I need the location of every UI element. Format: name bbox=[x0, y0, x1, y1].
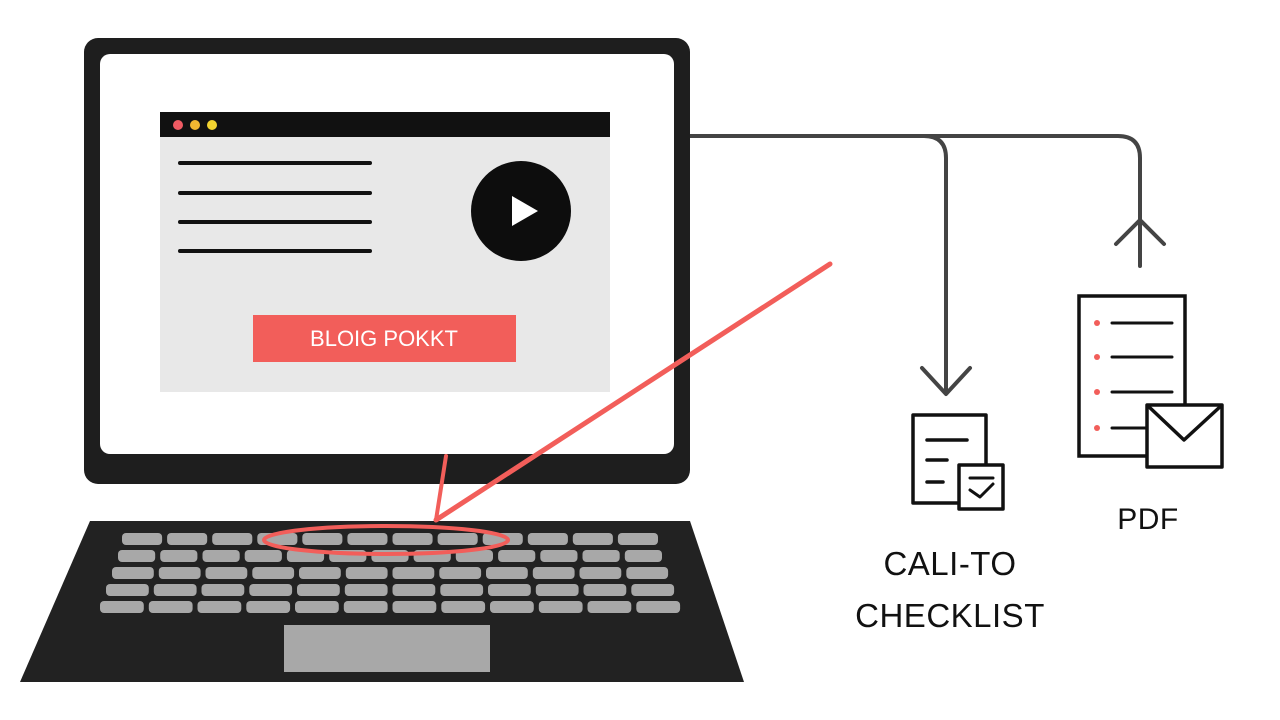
keyboard-key[interactable] bbox=[587, 601, 632, 613]
blog-post-button-bg[interactable] bbox=[253, 315, 516, 362]
keyboard-key[interactable] bbox=[205, 567, 248, 579]
keyboard-key[interactable] bbox=[437, 533, 478, 545]
browser-window: BLOIG POKKT bbox=[160, 112, 610, 392]
keyboard-key[interactable] bbox=[112, 567, 154, 579]
keyboard-key[interactable] bbox=[122, 533, 163, 545]
laptop: BLOIG POKKT bbox=[20, 38, 744, 682]
pdf-document-icon bbox=[1077, 294, 1224, 469]
keyboard-key[interactable] bbox=[527, 533, 568, 545]
keyboard-key[interactable] bbox=[455, 550, 493, 562]
keyboard-key[interactable] bbox=[392, 533, 433, 545]
checklist-badge bbox=[957, 463, 1005, 511]
keyboard-key[interactable] bbox=[252, 567, 295, 579]
pointer-arrow bbox=[262, 261, 833, 556]
pdf-bullet bbox=[1094, 389, 1100, 395]
pdf-bullets bbox=[1094, 320, 1100, 431]
keyboard-key[interactable] bbox=[249, 584, 293, 596]
keyboard-key[interactable] bbox=[148, 601, 193, 613]
keyboard-key[interactable] bbox=[498, 550, 536, 562]
checklist-document-icon bbox=[911, 413, 1005, 511]
window-maximize-dot[interactable] bbox=[207, 120, 217, 130]
keyboard-highlight-ring bbox=[262, 524, 510, 556]
keyboard-key[interactable] bbox=[343, 601, 388, 613]
keyboard-key[interactable] bbox=[626, 567, 669, 579]
window-minimize-dot[interactable] bbox=[190, 120, 200, 130]
keyboard-key[interactable] bbox=[118, 550, 156, 562]
window-close-dot[interactable] bbox=[173, 120, 183, 130]
keyboard-key[interactable] bbox=[197, 601, 242, 613]
keyboard-key[interactable] bbox=[579, 567, 622, 579]
keyboard-key[interactable] bbox=[617, 533, 658, 545]
window-controls bbox=[173, 120, 217, 130]
keyboard-key[interactable] bbox=[392, 567, 435, 579]
pdf-bullet bbox=[1094, 354, 1100, 360]
envelope-flap bbox=[1145, 403, 1224, 442]
keyboard-key[interactable] bbox=[344, 584, 388, 596]
trackpad[interactable] bbox=[284, 625, 490, 672]
checklist-label: CALI-TO CHECKLIST bbox=[820, 538, 1080, 642]
keyboard-key[interactable] bbox=[624, 550, 662, 562]
play-icon[interactable] bbox=[471, 161, 571, 261]
connector-to-pdf bbox=[922, 134, 1142, 268]
pdf-arrowhead bbox=[1114, 218, 1166, 246]
keyboard-key[interactable] bbox=[392, 584, 436, 596]
keyboard-key[interactable] bbox=[572, 533, 613, 545]
keyboard-key[interactable] bbox=[441, 601, 486, 613]
keyboard-key[interactable] bbox=[158, 567, 201, 579]
checklist-check bbox=[968, 482, 995, 499]
blog-post-button[interactable]: BLOIG POKKT bbox=[253, 315, 516, 362]
play-triangle bbox=[512, 196, 538, 226]
keyboard-key[interactable] bbox=[244, 550, 282, 562]
keyboard-key[interactable] bbox=[246, 601, 291, 613]
keyboard-key[interactable] bbox=[106, 584, 149, 596]
keyboard-key[interactable] bbox=[532, 567, 575, 579]
checklist-arrowhead bbox=[920, 366, 972, 396]
pdf-bullet bbox=[1094, 320, 1100, 326]
browser-title-bar bbox=[160, 112, 610, 137]
pointer-arrow-shaft bbox=[433, 261, 833, 523]
keyboard-key[interactable] bbox=[302, 533, 343, 545]
keyboard-key[interactable] bbox=[583, 584, 627, 596]
keyboard-key[interactable] bbox=[482, 533, 523, 545]
keyboard-key[interactable] bbox=[440, 584, 484, 596]
keyboard-key[interactable] bbox=[100, 601, 144, 613]
text-lines bbox=[178, 161, 372, 253]
keyboard-key[interactable] bbox=[202, 550, 240, 562]
connectors bbox=[688, 134, 1166, 396]
keyboard-key[interactable] bbox=[582, 550, 620, 562]
keyboard-key[interactable] bbox=[392, 601, 437, 613]
envelope-icon bbox=[1145, 403, 1224, 469]
keyboard-key[interactable] bbox=[345, 567, 388, 579]
keyboard-key[interactable] bbox=[540, 550, 578, 562]
pointer-arrow-head bbox=[434, 454, 448, 522]
keyboard-key[interactable] bbox=[160, 550, 198, 562]
checklist-label-line2: CHECKLIST bbox=[855, 597, 1045, 634]
connector-to-checklist bbox=[688, 134, 948, 394]
keyboard-key[interactable] bbox=[347, 533, 388, 545]
pdf-bullet bbox=[1094, 425, 1100, 431]
keyboard-key[interactable] bbox=[535, 584, 579, 596]
checklist-label-line1: CALI-TO bbox=[883, 545, 1017, 582]
keyboard-key[interactable] bbox=[295, 601, 339, 613]
keyboard-key[interactable] bbox=[201, 584, 245, 596]
keyboard-key[interactable] bbox=[488, 584, 531, 596]
keyboard-key[interactable] bbox=[371, 550, 409, 562]
keyboard-key[interactable] bbox=[153, 584, 197, 596]
keyboard-key[interactable] bbox=[212, 533, 253, 545]
pdf-lines bbox=[1110, 321, 1174, 430]
keyboard-key[interactable] bbox=[167, 533, 208, 545]
pdf-label: PDF bbox=[1117, 503, 1179, 536]
keyboard-key[interactable] bbox=[631, 584, 675, 596]
keyboard-key[interactable] bbox=[439, 567, 482, 579]
keyboard-key[interactable] bbox=[636, 601, 681, 613]
keyboard-key[interactable] bbox=[486, 567, 528, 579]
keyboard-key[interactable] bbox=[538, 601, 583, 613]
keyboard-key[interactable] bbox=[490, 601, 534, 613]
keyboard bbox=[100, 533, 681, 613]
keyboard-key[interactable] bbox=[299, 567, 341, 579]
blog-post-button-label: BLOIG POKKT bbox=[310, 326, 458, 351]
keyboard-key[interactable] bbox=[297, 584, 340, 596]
